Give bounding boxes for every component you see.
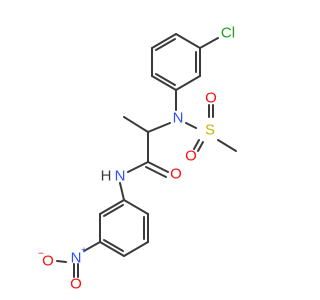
nitro-nitrogen-atom: N	[71, 250, 82, 267]
bond	[185, 122, 197, 129]
nitro-oxygen-atom: O	[70, 276, 82, 293]
nitro-nitrogen-charge: +	[81, 246, 87, 257]
bond	[99, 241, 125, 257]
bond	[119, 182, 125, 201]
bond	[103, 239, 124, 252]
bond	[155, 38, 176, 51]
bond	[123, 199, 149, 215]
sulfonamide-nitrogen-atom: N	[173, 110, 184, 127]
bond	[99, 199, 125, 215]
sulfonyl-oxygen-atom-bottom: O	[185, 148, 197, 165]
bond	[147, 122, 171, 133]
nitro-oxygen-charge: −	[38, 249, 44, 260]
bond	[151, 33, 177, 49]
bond	[197, 141, 204, 152]
bond	[155, 73, 176, 86]
bond	[151, 75, 177, 91]
carbonyl-oxygen-atom: O	[170, 166, 182, 183]
nitro-oxygen-anion-atom: O	[42, 253, 54, 270]
bond	[103, 204, 124, 217]
bond	[83, 241, 101, 252]
sulfonyl-oxygen-atom-top: O	[205, 90, 217, 107]
bond	[123, 116, 149, 133]
bond	[147, 161, 169, 173]
amide-hydrogen-atom: H	[101, 168, 112, 185]
bond	[56, 260, 67, 263]
bond	[127, 161, 149, 173]
bond	[175, 33, 201, 49]
molecule-structure: Cl N S O O N H O N + O − O	[38, 25, 237, 293]
bond	[199, 37, 219, 49]
bond	[175, 75, 201, 91]
bond	[145, 166, 167, 178]
bond	[123, 241, 149, 257]
bond	[217, 139, 237, 152]
chlorine-atom: Cl	[221, 25, 235, 42]
bonds	[56, 33, 237, 278]
atom-labels: Cl N S O O N H O N + O − O	[38, 25, 235, 293]
sulfur-atom: S	[205, 122, 215, 139]
amide-nitrogen-atom: N	[115, 168, 126, 185]
bond	[193, 139, 200, 150]
